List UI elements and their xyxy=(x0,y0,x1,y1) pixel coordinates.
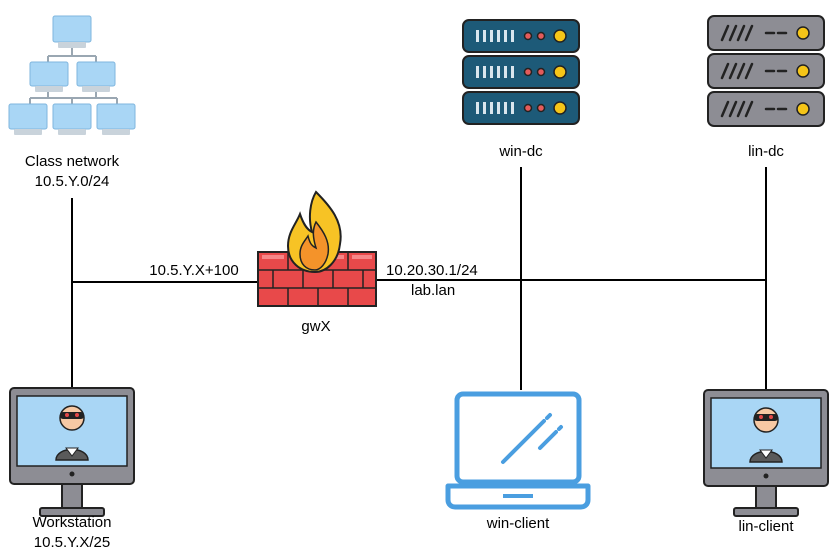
workstation-address: 10.5.Y.X/25 xyxy=(33,534,111,551)
firewall-icon xyxy=(257,190,377,307)
connection-lines xyxy=(71,167,767,390)
workstation-name: Workstation xyxy=(32,514,112,531)
laptop-icon xyxy=(445,391,591,510)
monitor-with-hacker-icon xyxy=(9,387,135,517)
lin-dc-label: lin-dc xyxy=(748,143,784,160)
server-rack-icon xyxy=(707,15,825,127)
outside-address-label: 10.5.Y.X+100 xyxy=(149,262,239,279)
monitor-with-hacker-icon xyxy=(703,389,829,517)
network-hierarchy-icon xyxy=(8,15,136,135)
class-network-name: Class network xyxy=(24,153,120,170)
win-client-label: win-client xyxy=(486,515,550,532)
inside-address-label: 10.20.30.1/24 xyxy=(386,262,478,279)
server-rack-icon xyxy=(462,19,580,125)
firewall-label: gwX xyxy=(301,318,331,335)
win-dc-label: win-dc xyxy=(499,143,543,160)
class-network-address: 10.5.Y.0/24 xyxy=(34,173,110,190)
inside-domain-label: lab.lan xyxy=(411,282,456,299)
lin-client-label: lin-client xyxy=(738,518,794,535)
